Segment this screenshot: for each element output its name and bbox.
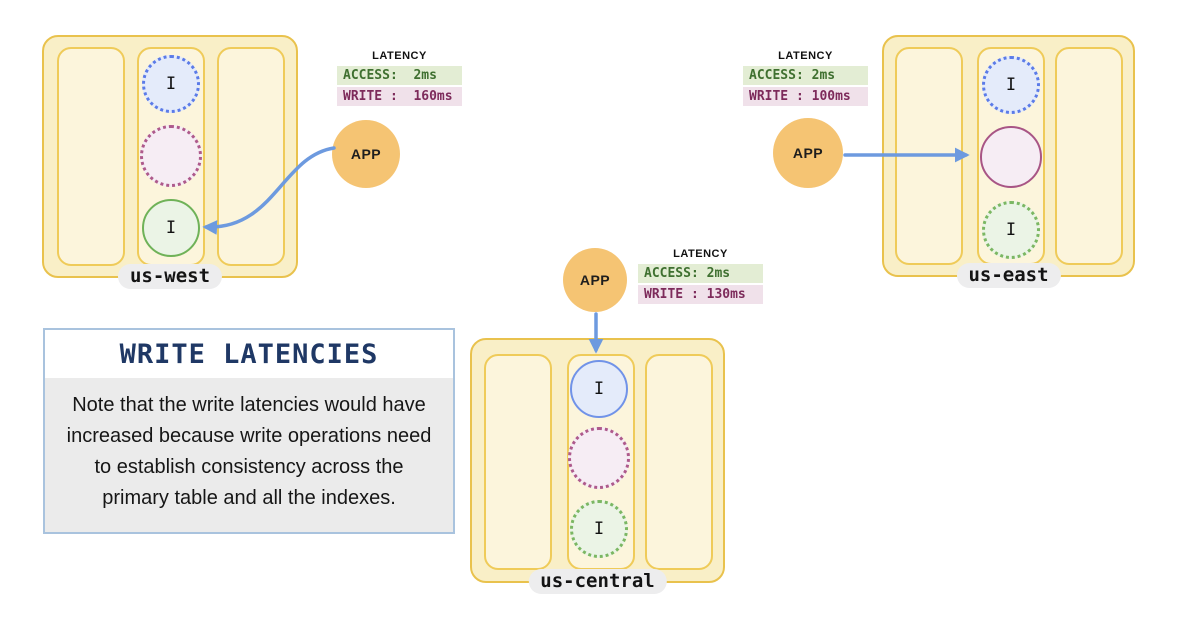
access-latency-row: ACCESS: 2ms xyxy=(743,66,868,85)
latency-title: LATENCY xyxy=(778,50,833,62)
write-latency-row: WRITE : 100ms xyxy=(743,87,868,106)
latency-panel-us-east: LATENCY ACCESS: 2ms WRITE : 100ms xyxy=(743,50,868,108)
region-us-west: I I us-west xyxy=(42,35,298,289)
latency-panel-us-west: LATENCY ACCESS: 2ms WRITE : 160ms xyxy=(337,50,462,108)
secondary-index-node: I xyxy=(570,500,628,558)
app-node-us-central: APP xyxy=(563,248,627,312)
write-latency-row: WRITE : 130ms xyxy=(638,285,763,304)
index-label: I xyxy=(1005,75,1017,95)
note-box: WRITE LATENCIES Note that the write late… xyxy=(43,328,455,534)
note-body: Note that the write latencies would have… xyxy=(45,378,453,532)
secondary-index-node: I xyxy=(142,55,200,113)
index-label: I xyxy=(165,218,177,238)
storage-column xyxy=(645,354,713,570)
app-node-us-east: APP xyxy=(773,118,843,188)
storage-column xyxy=(1055,47,1123,265)
app-label: APP xyxy=(579,272,611,288)
storage-column xyxy=(57,47,125,266)
secondary-index-node: I xyxy=(570,360,628,418)
region-label: us-central xyxy=(528,569,667,594)
primary-table-node xyxy=(568,427,630,489)
index-label: I xyxy=(1005,220,1017,240)
secondary-index-node: I xyxy=(982,201,1040,259)
secondary-index-node: I xyxy=(142,199,200,257)
primary-table-node xyxy=(980,126,1042,188)
index-label: I xyxy=(593,519,605,539)
note-title: WRITE LATENCIES xyxy=(119,338,379,370)
latency-title: LATENCY xyxy=(673,248,728,260)
latency-title: LATENCY xyxy=(372,50,427,62)
app-label: APP xyxy=(350,146,382,162)
storage-column xyxy=(484,354,552,570)
latency-panel-us-central: LATENCY ACCESS: 2ms WRITE : 130ms xyxy=(638,248,763,306)
region-us-central: I I us-central xyxy=(470,338,725,594)
app-label: APP xyxy=(792,145,824,161)
write-latency-row: WRITE : 160ms xyxy=(337,87,462,106)
index-label: I xyxy=(165,74,177,94)
region-label: us-west xyxy=(117,264,223,289)
region-us-east: I I us-east xyxy=(882,35,1135,288)
access-latency-row: ACCESS: 2ms xyxy=(638,264,763,283)
secondary-index-node: I xyxy=(982,56,1040,114)
app-node-us-west: APP xyxy=(332,120,400,188)
index-label: I xyxy=(593,379,605,399)
region-label: us-east xyxy=(956,263,1061,288)
storage-column xyxy=(895,47,963,265)
access-latency-row: ACCESS: 2ms xyxy=(337,66,462,85)
primary-table-node xyxy=(140,125,202,187)
storage-column xyxy=(217,47,285,266)
